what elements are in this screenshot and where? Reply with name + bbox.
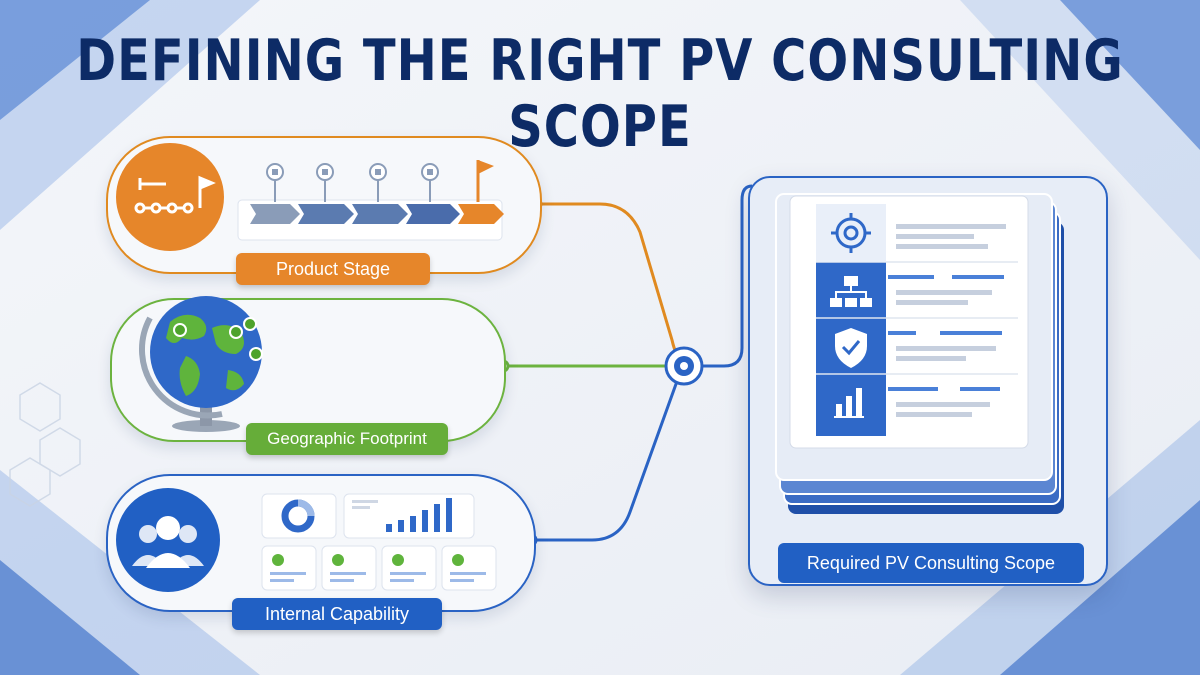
- milestone-chevrons: [250, 204, 504, 224]
- bar-chart-icon: [834, 388, 864, 418]
- page-title: DEFINING THE RIGHT PV CONSULTING SCOPE: [76, 28, 1124, 161]
- geographic-footprint-label: Geographic Footprint: [246, 423, 448, 455]
- milestone-pins: [266, 163, 439, 202]
- product-stage-label: Product Stage: [236, 253, 430, 285]
- flag-icon: [476, 160, 494, 202]
- shield-check-icon: [835, 328, 867, 368]
- internal-capability-label: Internal Capability: [232, 598, 442, 630]
- team-icon: [132, 516, 204, 568]
- roadmap-icon: [134, 175, 216, 214]
- required-scope-label: Required PV Consulting Scope: [778, 543, 1084, 583]
- org-chart-icon: [830, 276, 872, 307]
- capability-cards: [261, 545, 497, 591]
- target-icon: [831, 213, 871, 253]
